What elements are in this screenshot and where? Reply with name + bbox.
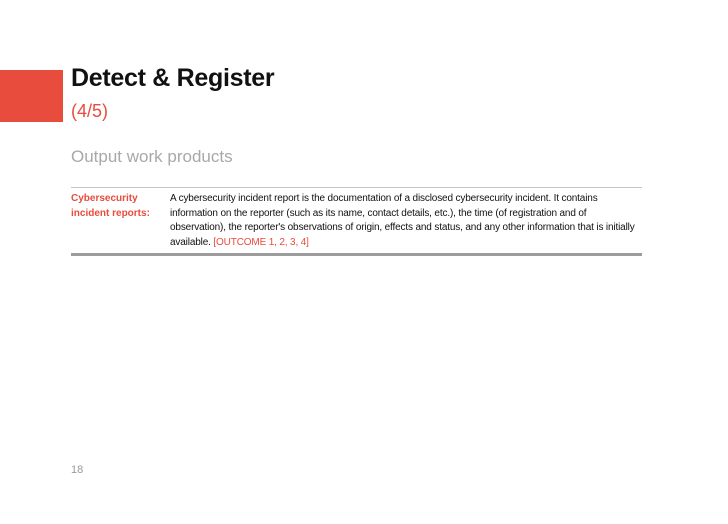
accent-bar: [0, 70, 63, 122]
work-product-description: A cybersecurity incident report is the d…: [170, 192, 642, 250]
outcome-reference: [OUTCOME 1, 2, 3, 4]: [213, 236, 309, 248]
table-row: Cybersecurity incident reports: A cybers…: [71, 192, 642, 250]
page-title: Detect & Register: [71, 64, 275, 92]
section-heading: Output work products: [71, 147, 233, 166]
work-product-label: Cybersecurity incident reports:: [71, 193, 150, 219]
work-products-table: Cybersecurity incident reports: A cybers…: [71, 187, 642, 256]
page-number: 18: [71, 464, 84, 476]
page-subtitle: (4/5): [71, 101, 109, 121]
description-text: A cybersecurity incident report is the d…: [170, 193, 635, 248]
